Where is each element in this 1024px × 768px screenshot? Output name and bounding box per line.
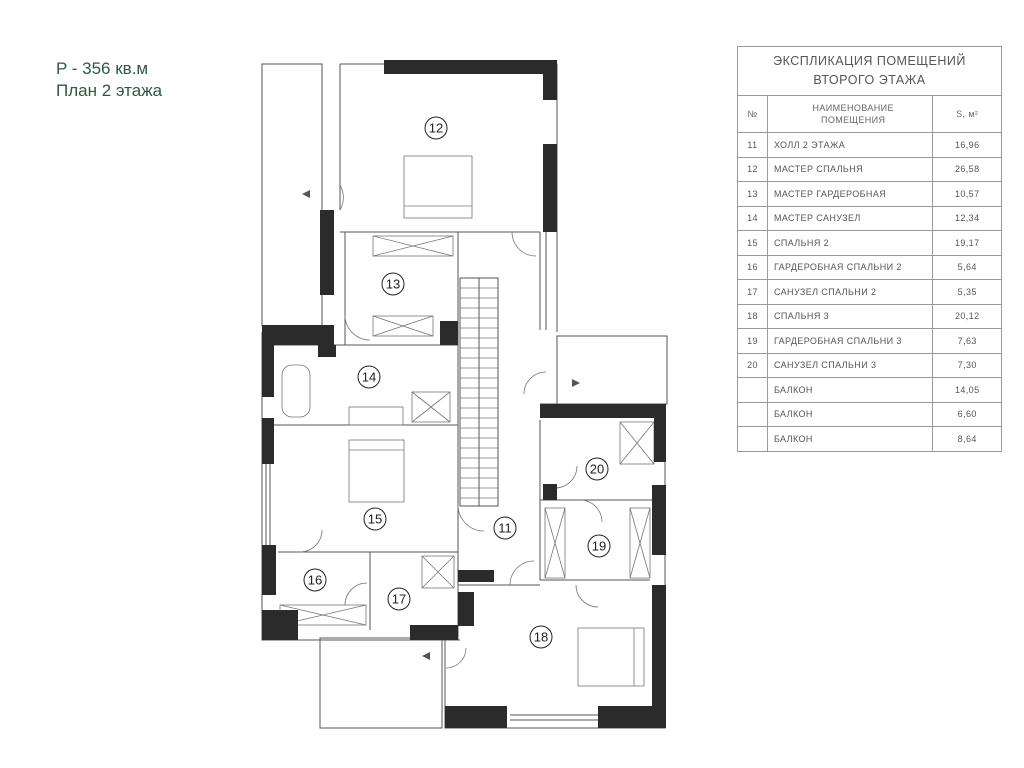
room-marker	[424, 116, 448, 140]
room-marker	[303, 568, 327, 592]
room-area-cell: 20,12	[932, 303, 1002, 329]
room-area-cell: 12,34	[932, 205, 1002, 231]
room-number-cell	[737, 426, 768, 452]
room-number-label: 16	[308, 573, 322, 588]
room-name-cell: БАЛКОН	[766, 401, 934, 427]
room-area-cell: 5,64	[932, 254, 1002, 280]
room-area-cell: 7,30	[932, 352, 1002, 378]
room-area-cell: 6,60	[932, 401, 1002, 427]
room-number-cell	[737, 377, 768, 403]
room-number-cell: 16	[737, 254, 768, 280]
room-name-cell: САНУЗЕЛ СПАЛЬНИ 2	[766, 279, 934, 305]
plan-title-block: P - 356 кв.м План 2 этажа	[56, 58, 162, 102]
room-number-label: 17	[392, 592, 406, 607]
room-name-cell: СПАЛЬНЯ 3	[766, 303, 934, 329]
balcony-bottom	[319, 637, 443, 729]
floor-plan-label: План 2 этажа	[56, 81, 163, 100]
room-marker	[363, 507, 387, 531]
room-area-cell: 8,64	[932, 426, 1002, 452]
col-name-line1: НАИМЕНОВАНИЕ	[812, 103, 894, 113]
room-number-cell: 15	[737, 230, 768, 256]
room-name-cell: ГАРДЕРОБНАЯ СПАЛЬНИ 3	[766, 328, 934, 354]
room-area-cell: 19,17	[932, 230, 1002, 256]
room-marker	[381, 272, 405, 296]
room-marker	[493, 516, 517, 540]
col-num-header: №	[737, 95, 768, 133]
room-marker	[529, 625, 553, 649]
room-labels: 12 13 14 15 16 17 11 18 19 20	[303, 116, 611, 649]
room-name-cell: ХОЛЛ 2 ЭТАЖА	[766, 132, 934, 158]
walls	[262, 60, 666, 728]
col-name-header: НАИМЕНОВАНИЕ ПОМЕЩЕНИЯ	[766, 95, 934, 133]
room-number-cell: 19	[737, 328, 768, 354]
room-marker	[357, 365, 381, 389]
room-area-cell: 26,58	[932, 156, 1002, 182]
room-number-label: 20	[590, 462, 604, 477]
room-marker	[585, 457, 609, 481]
col-name-line2: ПОМЕЩЕНИЯ	[820, 115, 886, 125]
room-number-cell: 14	[737, 205, 768, 231]
room-number-cell	[737, 401, 768, 427]
room-name-cell: БАЛКОН	[766, 377, 934, 403]
table-title-line2: ВТОРОГО ЭТАЖА	[813, 73, 926, 87]
room-number-cell: 20	[737, 352, 768, 378]
entry-arrow-icon	[572, 379, 580, 387]
table-title-line1: ЭКСПЛИКАЦИЯ ПОМЕЩЕНИЙ	[773, 54, 966, 68]
room-name-cell: ГАРДЕРОБНАЯ СПАЛЬНИ 2	[766, 254, 934, 280]
entry-arrow-icon	[302, 190, 310, 198]
room-schedule-table: ЭКСПЛИКАЦИЯ ПОМЕЩЕНИЙ ВТОРОГО ЭТАЖА № НА…	[737, 46, 1002, 452]
room-number-label: 14	[362, 370, 376, 385]
room-name-cell: САНУЗЕЛ СПАЛЬНИ 3	[766, 352, 934, 378]
room-number-cell: 12	[737, 156, 768, 182]
room-area-cell: 14,05	[932, 377, 1002, 403]
room-number-label: 12	[429, 121, 443, 136]
balcony-right	[556, 335, 668, 405]
entry-arrow-icon	[422, 652, 430, 660]
room-number-label: 13	[386, 277, 400, 292]
room-marker	[387, 587, 411, 611]
room-name-cell: МАСТЕР СПАЛЬНЯ	[766, 156, 934, 182]
room-name-cell: БАЛКОН	[766, 426, 934, 452]
room-area-cell: 7,63	[932, 328, 1002, 354]
room-number-cell: 17	[737, 279, 768, 305]
room-number-cell: 11	[737, 132, 768, 158]
room-number-label: 11	[498, 521, 512, 536]
room-number-cell: 18	[737, 303, 768, 329]
room-name-cell: МАСТЕР ГАРДЕРОБНАЯ	[766, 181, 934, 207]
balcony-left	[261, 63, 323, 327]
room-number-label: 18	[534, 630, 548, 645]
room-name-cell: СПАЛЬНЯ 2	[766, 230, 934, 256]
col-area-header: S, м²	[932, 95, 1002, 133]
room-area-cell: 5,35	[932, 279, 1002, 305]
room-marker	[587, 534, 611, 558]
total-area-label: P - 356 кв.м	[56, 59, 149, 78]
room-number-label: 19	[592, 539, 606, 554]
room-area-cell: 10,57	[932, 181, 1002, 207]
room-name-cell: МАСТЕР САНУЗЕЛ	[766, 205, 934, 231]
room-number-cell: 13	[737, 181, 768, 207]
room-area-cell: 16,96	[932, 132, 1002, 158]
room-number-label: 15	[368, 512, 382, 527]
table-title: ЭКСПЛИКАЦИЯ ПОМЕЩЕНИЙ ВТОРОГО ЭТАЖА	[737, 46, 1002, 96]
